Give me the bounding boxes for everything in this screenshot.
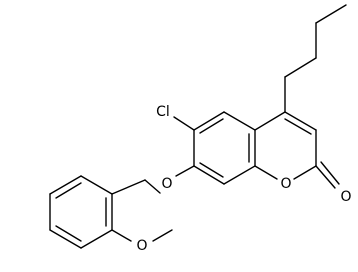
- atom-labels: Cl O O O O: [136, 104, 351, 254]
- methoxyphenyl-ring: [49, 175, 173, 249]
- bond-chain-3: [284, 57, 317, 78]
- pyranone-ring: [254, 111, 340, 189]
- carbonyl-oxygen-label: O: [340, 189, 351, 205]
- bond-ar4-ar3: [49, 229, 82, 249]
- bond-c4-c4a: [254, 111, 286, 131]
- bond-ringO-c8a: [254, 165, 278, 180]
- bond-c7-etherO: [175, 165, 195, 177]
- bond-c7-c8-inner: [199, 162, 224, 178]
- substituents: [111, 116, 195, 195]
- methoxy-oxygen-label: O: [136, 238, 147, 254]
- bond-methoxyO-ch3: [152, 229, 173, 242]
- bond-c4a-c5: [223, 111, 256, 131]
- bond-c7-c8: [193, 165, 225, 185]
- bond-c4-c3: [284, 111, 317, 131]
- bond-ar6-ar5: [49, 175, 82, 195]
- ether-oxygen-label: O: [161, 176, 172, 192]
- bond-ar2-methoxyO: [111, 229, 132, 242]
- bond-c8-c8a: [223, 165, 256, 185]
- bond-c5-c6-inner: [199, 118, 224, 134]
- butyl-chain: [284, 4, 347, 113]
- bond-c2-ringO: [293, 165, 317, 180]
- bond-carbonyl-a: [315, 165, 336, 189]
- bond-ar1-ar6: [80, 175, 113, 195]
- bond-chain-1: [315, 4, 347, 24]
- bond-etherO-ch2: [144, 179, 161, 194]
- bond-ar4-ar3-inner: [55, 225, 82, 242]
- bond-ar6-ar5-inner: [55, 182, 82, 199]
- benzo-ring: [193, 111, 256, 185]
- ring-oxygen-label: O: [280, 176, 291, 192]
- chlorine-label: Cl: [156, 104, 170, 120]
- bond-ar3-ar2: [80, 229, 113, 249]
- bond-c6-cl: [173, 116, 195, 131]
- bond-carbonyl-b: [320, 161, 340, 185]
- bond-ch2-aryl: [111, 179, 146, 195]
- bond-c5-c6: [193, 111, 225, 131]
- bond-c4-c3-inner: [284, 118, 312, 135]
